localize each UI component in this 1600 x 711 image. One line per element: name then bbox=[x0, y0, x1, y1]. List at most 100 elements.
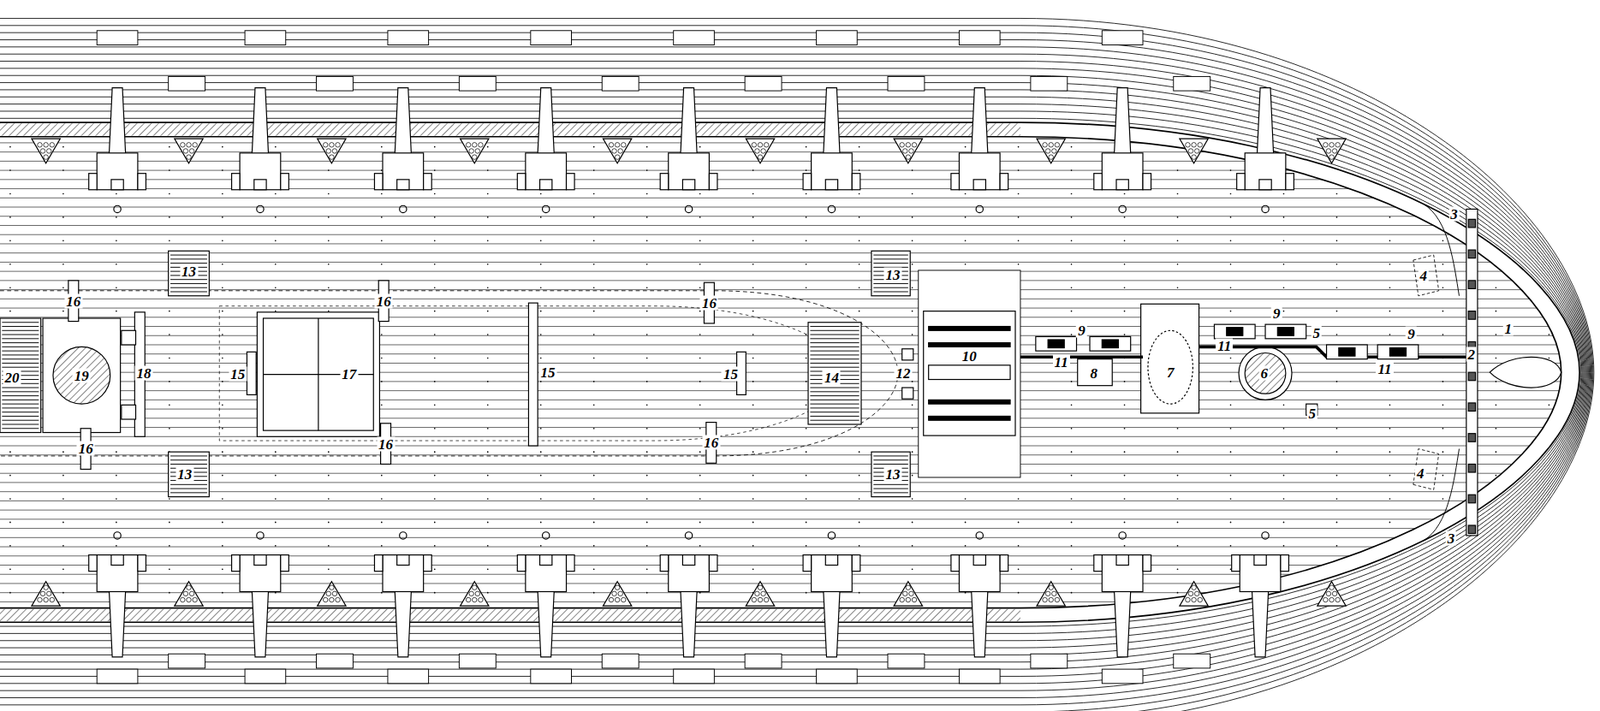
hatch-grating-bar bbox=[1, 407, 39, 409]
plank-seam bbox=[0, 417, 1592, 419]
treenail bbox=[115, 522, 118, 524]
plank-seam bbox=[0, 335, 1592, 337]
treenail bbox=[1495, 592, 1498, 595]
plank-seam bbox=[0, 547, 1592, 548]
ladder-hatch bbox=[808, 322, 862, 425]
galley-block bbox=[1077, 359, 1113, 387]
plank-seam bbox=[0, 601, 1592, 603]
eyebolt bbox=[975, 205, 983, 213]
treenail bbox=[1070, 286, 1073, 289]
hatch-grating-bar bbox=[170, 488, 208, 490]
treenail bbox=[1336, 428, 1339, 430]
eyebolt bbox=[542, 532, 550, 540]
cannon-breech bbox=[682, 179, 695, 191]
treenail bbox=[858, 169, 861, 172]
treenail bbox=[380, 357, 383, 360]
treenail bbox=[434, 216, 436, 219]
plank-seam bbox=[0, 207, 1592, 209]
treenail bbox=[1124, 404, 1126, 406]
treenail bbox=[274, 146, 277, 149]
plank-seam bbox=[0, 409, 1592, 411]
pump bbox=[902, 387, 914, 399]
shot bbox=[618, 148, 623, 154]
treenail bbox=[593, 193, 595, 196]
treenail bbox=[1230, 193, 1232, 196]
treenail bbox=[9, 545, 12, 548]
shot bbox=[909, 591, 914, 596]
treenail bbox=[62, 240, 65, 243]
treenail bbox=[1283, 263, 1285, 266]
mast-partner bbox=[42, 318, 121, 434]
shot bbox=[329, 585, 334, 590]
cannon bbox=[660, 88, 718, 191]
treenail bbox=[593, 240, 595, 243]
treenail bbox=[1495, 146, 1498, 149]
treenail bbox=[1124, 193, 1126, 196]
treenail bbox=[1389, 310, 1392, 313]
treenail bbox=[1124, 522, 1126, 524]
treenail bbox=[115, 545, 118, 548]
shot bbox=[46, 591, 51, 596]
treenail bbox=[487, 545, 489, 548]
callout-number: 9 bbox=[1271, 305, 1283, 321]
treenail bbox=[858, 240, 861, 243]
treenail bbox=[964, 498, 967, 500]
treenail bbox=[1017, 216, 1020, 219]
gun-port bbox=[673, 669, 715, 685]
treenail bbox=[699, 428, 702, 430]
treenail bbox=[1017, 498, 1020, 500]
spar-rest bbox=[246, 351, 256, 395]
callout-number: 17 bbox=[339, 367, 358, 382]
treenail bbox=[221, 568, 224, 571]
treenail bbox=[1070, 475, 1073, 477]
treenail bbox=[805, 498, 808, 500]
treenail bbox=[9, 146, 12, 149]
treenail bbox=[593, 286, 595, 289]
treenail bbox=[964, 216, 967, 219]
treenail bbox=[168, 498, 171, 500]
treenail bbox=[805, 240, 808, 243]
treenail bbox=[1495, 263, 1498, 266]
treenail bbox=[1442, 404, 1445, 406]
hatch-grating-bar bbox=[873, 287, 909, 289]
treenail bbox=[62, 568, 65, 571]
treenail bbox=[1230, 592, 1232, 595]
riding-bitt-core bbox=[1277, 327, 1294, 337]
treenail bbox=[221, 310, 224, 313]
treenail bbox=[593, 592, 595, 595]
cannon-wheel bbox=[89, 555, 98, 572]
plank-seam bbox=[0, 463, 1592, 465]
treenail bbox=[434, 263, 436, 266]
treenail bbox=[805, 146, 808, 149]
treenail bbox=[699, 333, 702, 336]
treenail bbox=[858, 146, 861, 149]
treenail bbox=[805, 263, 808, 266]
bitt-post bbox=[121, 404, 137, 420]
cannon bbox=[374, 555, 432, 658]
hatch-grating-bar bbox=[1, 404, 39, 405]
treenail bbox=[274, 522, 277, 524]
hatch-grating-bar bbox=[1, 387, 39, 389]
treenail bbox=[911, 310, 914, 313]
galley-stove-top bbox=[1147, 330, 1193, 405]
cannon bbox=[1237, 88, 1295, 191]
treenail bbox=[9, 310, 12, 313]
treenail bbox=[699, 451, 702, 453]
treenail bbox=[1070, 169, 1073, 172]
treenail bbox=[1548, 404, 1551, 406]
treenail bbox=[1177, 592, 1179, 595]
treenail bbox=[434, 451, 436, 453]
shot bbox=[909, 148, 914, 154]
hatch-grating-bar bbox=[170, 279, 208, 280]
cannon-wheel bbox=[1142, 173, 1152, 191]
shot bbox=[1332, 148, 1337, 154]
callout-number: 13 bbox=[883, 467, 902, 482]
treenail bbox=[434, 592, 436, 595]
shot bbox=[1052, 591, 1057, 596]
hull-plank bbox=[0, 39, 1592, 705]
treenail bbox=[274, 216, 277, 219]
bowsprit bbox=[1489, 356, 1561, 388]
shot bbox=[189, 148, 194, 154]
treenail bbox=[434, 240, 436, 243]
treenail bbox=[646, 380, 649, 383]
